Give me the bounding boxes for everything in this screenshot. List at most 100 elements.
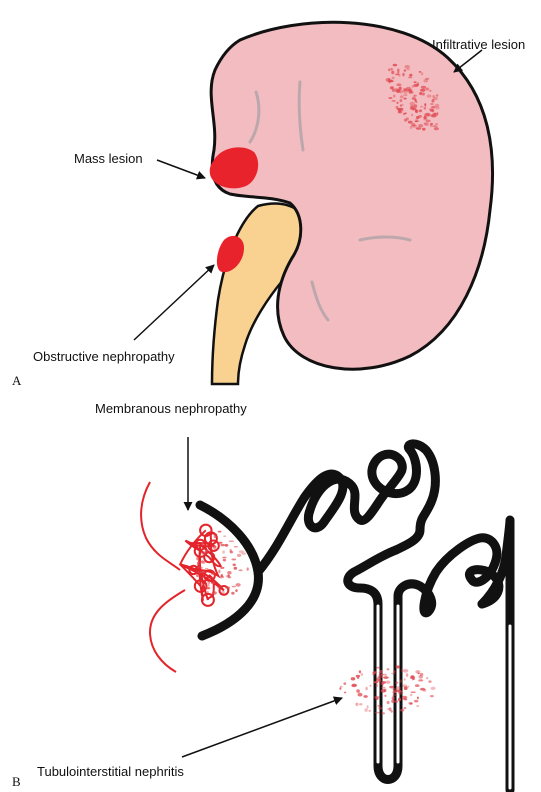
stipple-dot bbox=[219, 576, 224, 579]
stipple-dot bbox=[421, 86, 426, 89]
stipple-dot bbox=[208, 584, 210, 586]
stipple-dot bbox=[241, 553, 246, 555]
stipple-dot bbox=[247, 567, 249, 570]
stipple-dot bbox=[431, 687, 436, 690]
stipple-dot bbox=[410, 703, 413, 705]
stipple-dot bbox=[396, 83, 401, 86]
proximal-convoluted-tubule bbox=[258, 444, 435, 572]
stipple-dot bbox=[359, 670, 361, 673]
stipple-dot bbox=[229, 540, 234, 542]
stipple-dot bbox=[414, 99, 416, 102]
stipple-dot bbox=[231, 558, 236, 560]
stipple-dot bbox=[352, 684, 357, 687]
stipple-dot bbox=[214, 534, 217, 538]
stipple-dot bbox=[358, 693, 363, 697]
stipple-dot bbox=[218, 570, 220, 574]
stipple-dot bbox=[410, 677, 413, 679]
stipple-dot bbox=[230, 549, 232, 553]
stipple-dot bbox=[435, 104, 439, 107]
stipple-dot bbox=[387, 668, 390, 670]
stipple-dot bbox=[404, 678, 406, 680]
stipple-dot bbox=[376, 677, 381, 680]
stipple-dot bbox=[361, 673, 364, 676]
stipple-dot bbox=[365, 687, 367, 691]
stipple-dot bbox=[207, 591, 209, 593]
stipple-dot bbox=[401, 669, 403, 672]
stipple-dot bbox=[388, 69, 391, 72]
stipple-dot bbox=[400, 99, 403, 102]
stipple-dot bbox=[403, 88, 407, 91]
stipple-dot bbox=[416, 705, 419, 707]
stipple-dot bbox=[409, 89, 413, 91]
stipple-dot bbox=[424, 107, 427, 110]
interstitial-stipple bbox=[339, 665, 435, 714]
afferent-vessel bbox=[141, 482, 180, 570]
stipple-dot bbox=[383, 690, 385, 693]
stipple-dot bbox=[408, 121, 413, 124]
stipple-dot bbox=[415, 120, 420, 122]
stipple-dot bbox=[402, 73, 404, 77]
stipple-dot bbox=[379, 682, 384, 685]
stipple-dot bbox=[196, 574, 199, 577]
stipple-dot bbox=[399, 680, 402, 683]
stipple-dot bbox=[364, 708, 367, 712]
stipple-dot bbox=[213, 546, 217, 549]
stipple-dot bbox=[409, 91, 413, 94]
stipple-dot bbox=[427, 95, 432, 98]
stipple-dot bbox=[232, 586, 236, 588]
arrow-tubulointerstitial bbox=[182, 698, 342, 757]
stipple-dot bbox=[339, 687, 341, 690]
stipple-dot bbox=[227, 571, 231, 574]
stipple-dot bbox=[435, 123, 438, 125]
stipple-dot bbox=[409, 74, 412, 77]
stipple-dot bbox=[376, 667, 380, 669]
stipple-dot bbox=[394, 690, 397, 693]
stipple-dot bbox=[383, 676, 389, 679]
stipple-dot bbox=[392, 100, 396, 102]
stipple-dot bbox=[414, 84, 419, 87]
stipple-dot bbox=[424, 114, 426, 117]
stipple-dot bbox=[394, 88, 398, 92]
stipple-dot bbox=[392, 77, 395, 80]
stipple-dot bbox=[411, 675, 415, 677]
efferent-vessel bbox=[150, 590, 185, 672]
arrow-infiltrative bbox=[454, 50, 482, 72]
stipple-dot bbox=[430, 695, 434, 697]
stipple-dot bbox=[373, 671, 377, 673]
stipple-dot bbox=[395, 682, 398, 684]
stipple-dot bbox=[234, 546, 238, 548]
stipple-dot bbox=[429, 90, 431, 92]
stipple-dot bbox=[411, 123, 415, 127]
stipple-dot bbox=[381, 687, 385, 689]
stipple-dot bbox=[414, 700, 418, 703]
stipple-dot bbox=[406, 68, 410, 70]
stipple-dot bbox=[375, 712, 380, 714]
stipple-dot bbox=[214, 549, 218, 551]
stipple-dot bbox=[384, 695, 386, 697]
stipple-dot bbox=[218, 542, 223, 544]
stipple-dot bbox=[391, 700, 395, 704]
stipple-dot bbox=[408, 77, 412, 79]
arrow-mass bbox=[157, 160, 205, 178]
stipple-dot bbox=[415, 684, 420, 687]
stipple-dot bbox=[429, 108, 432, 110]
stipple-dot bbox=[423, 689, 426, 692]
stipple-dot bbox=[424, 122, 428, 125]
stipple-dot bbox=[223, 559, 226, 562]
stipple-dot bbox=[430, 103, 434, 105]
stipple-dot bbox=[404, 69, 406, 71]
stipple-dot bbox=[200, 571, 205, 573]
stipple-dot bbox=[207, 582, 210, 585]
stipple-dot bbox=[400, 709, 404, 712]
stipple-dot bbox=[428, 680, 431, 683]
stipple-dot bbox=[423, 79, 428, 82]
stipple-dot bbox=[196, 557, 198, 561]
stipple-dot bbox=[430, 123, 433, 125]
label-membranous-nephropathy: Membranous nephropathy bbox=[95, 402, 247, 415]
stipple-dot bbox=[357, 677, 359, 679]
stipple-dot bbox=[378, 705, 381, 707]
stipple-dot bbox=[392, 696, 395, 700]
stipple-dot bbox=[201, 561, 206, 564]
stipple-dot bbox=[379, 671, 381, 673]
tubule-lumen bbox=[378, 606, 510, 788]
